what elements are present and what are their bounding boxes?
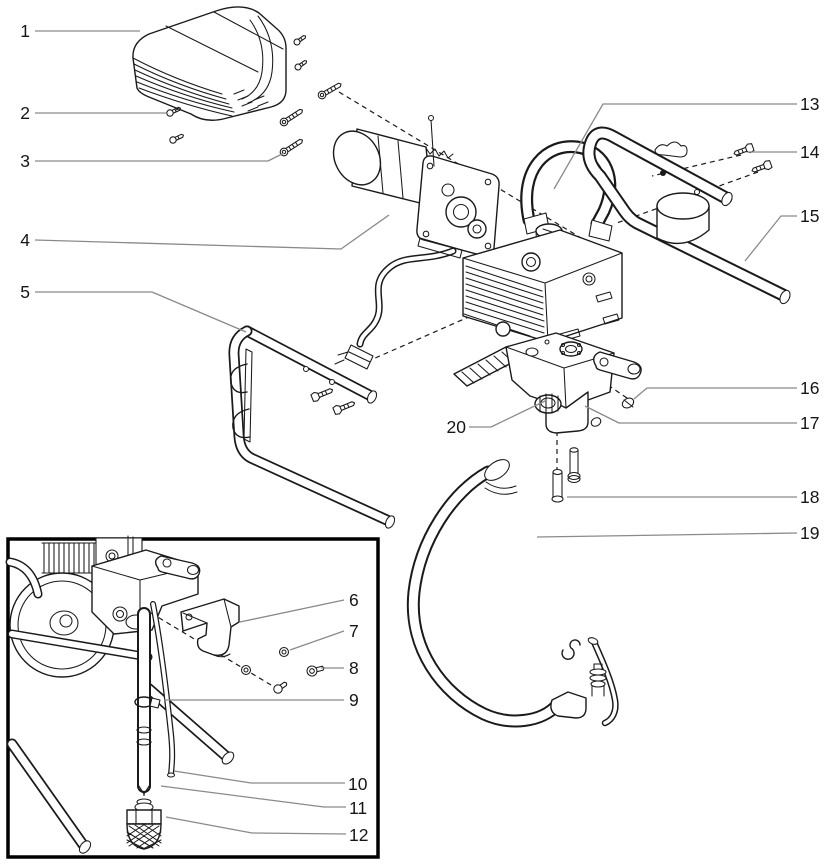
inset-inlet-strainer (126, 798, 162, 850)
part-motor-cover (132, 6, 287, 121)
callout-16: 16 (800, 378, 819, 398)
callout-7: 7 (349, 621, 359, 641)
washer-icon (278, 646, 290, 658)
inset-mounting-bracket (180, 598, 240, 658)
screw-icon (169, 133, 184, 144)
bolt-icon (751, 160, 773, 173)
hose-elbow (550, 691, 587, 719)
callout-6: 6 (349, 590, 359, 610)
callout-10: 10 (348, 774, 368, 794)
part-motor-assembly (332, 114, 500, 259)
callout-12: 12 (349, 825, 368, 845)
part-cart-frame (228, 325, 396, 529)
inlet-fitting (534, 394, 562, 414)
callout-2: 2 (20, 103, 30, 123)
callout-5: 5 (20, 282, 30, 302)
callout-8: 8 (349, 658, 359, 678)
part-cover-screws (166, 35, 342, 157)
retainer-clip-icon (561, 639, 581, 660)
inset-assembled-view (5, 535, 380, 859)
part-suction-hose (406, 459, 619, 728)
callout-3: 3 (20, 151, 30, 171)
part-pump-block (453, 332, 642, 434)
screw-icon (166, 106, 181, 117)
callout-20: 20 (447, 417, 467, 437)
callout-1: 1 (20, 21, 30, 41)
screw-long-icon (317, 82, 342, 100)
power-cord (334, 247, 457, 370)
bolt-icon (733, 143, 755, 156)
part-dowel-pins (551, 447, 581, 503)
callout-18: 18 (800, 487, 819, 507)
callout-15: 15 (800, 206, 819, 226)
handle-latch (654, 141, 688, 158)
callout-11: 11 (349, 798, 367, 818)
callout-17: 17 (800, 413, 819, 433)
callout-4: 4 (20, 230, 30, 250)
callout-19: 19 (800, 523, 819, 543)
part-cart-handle (582, 126, 791, 305)
bolt-icon (310, 388, 334, 402)
screw-icon (306, 665, 325, 677)
screw-icon (294, 60, 308, 71)
callout-14: 14 (800, 142, 820, 162)
screw-icon (293, 35, 307, 46)
callout-9: 9 (349, 690, 359, 710)
callout-leaders (34, 30, 798, 835)
callout-numbers: 1 2 3 4 5 6 7 8 9 10 11 12 13 14 15 16 1… (20, 21, 819, 845)
screw-long-icon (279, 108, 303, 127)
bolt-icon (332, 401, 356, 415)
callout-13: 13 (800, 94, 819, 114)
screw-icon (273, 681, 288, 694)
